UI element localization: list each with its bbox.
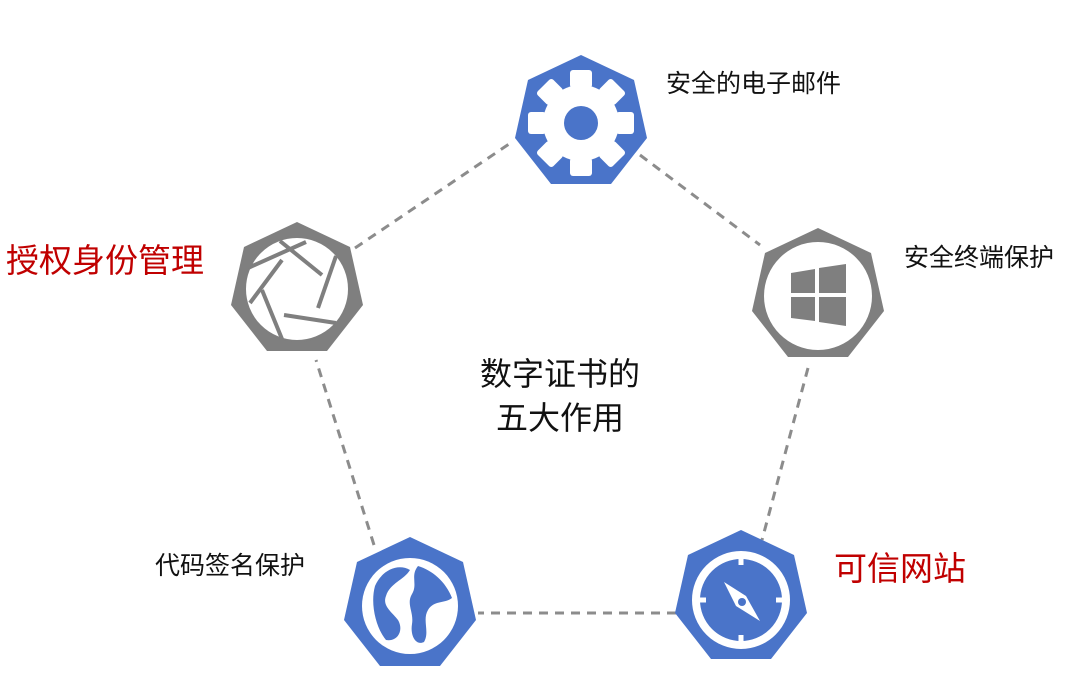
windows-icon xyxy=(791,264,846,326)
connector-email-endpoint xyxy=(639,153,761,247)
connector-identity-email xyxy=(354,140,513,250)
label-website: 可信网站 xyxy=(834,549,966,588)
node-identity xyxy=(231,222,363,351)
node-email xyxy=(515,55,647,184)
connectors xyxy=(314,140,810,615)
node-codesign xyxy=(344,537,476,666)
globe-icon xyxy=(362,558,458,654)
label-codesign: 代码签名保护 xyxy=(155,551,306,580)
node-website xyxy=(675,530,807,659)
gear-icon xyxy=(528,70,634,176)
label-endpoint: 安全终端保护 xyxy=(904,243,1055,272)
center-title-line2: 五大作用 xyxy=(495,399,624,437)
node-endpoint xyxy=(752,228,884,357)
connector-codesign-identity xyxy=(314,359,376,546)
endpoint-ring xyxy=(764,242,872,350)
label-email: 安全的电子邮件 xyxy=(666,69,842,98)
connector-endpoint-website xyxy=(760,367,810,541)
label-identity: 授权身份管理 xyxy=(6,241,204,280)
aperture-icon xyxy=(244,236,350,342)
compass-icon xyxy=(692,551,790,649)
center-title: 数字证书的 五大作用 xyxy=(470,352,650,440)
center-title-line1: 数字证书的 xyxy=(479,355,640,393)
